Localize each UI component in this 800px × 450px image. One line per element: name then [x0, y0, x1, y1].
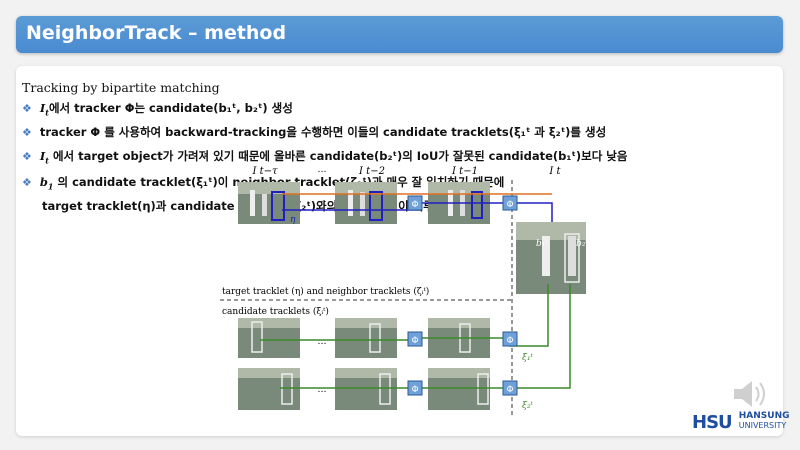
phi-box-top-1: Φ — [407, 195, 423, 211]
target-caption: target tracklet (η) and neighbor trackle… — [222, 286, 429, 297]
diamond-bullet-icon: ❖ — [22, 150, 32, 163]
b1-label: b₁ᵗ — [536, 239, 548, 249]
frame-bot-t-1 — [428, 368, 490, 410]
section-subtitle: Tracking by bipartite matching — [22, 80, 220, 95]
tracking-diagram: I t−τ … I t−2 I t−1 I t η … Φ Φ — [220, 165, 588, 415]
phi-box-bot-2: Φ — [502, 380, 518, 396]
ellipsis-top: … — [318, 195, 327, 205]
label-frame-t-2: I t−2 — [358, 166, 385, 177]
label-ellipsis: … — [318, 165, 327, 175]
target-track-line — [282, 202, 553, 222]
svg-text:Φ: Φ — [411, 385, 418, 395]
phi-box-bot-1: Φ — [407, 380, 423, 396]
diamond-bullet-icon: ❖ — [22, 102, 32, 115]
frame-mid-t-tau — [238, 318, 300, 358]
svg-text:Φ: Φ — [506, 385, 513, 395]
bullet-1: ❖It에서 tracker Φ는 candidate(b₁ᵗ, b₂ᵗ) 생성 — [22, 101, 293, 118]
eta-label: η — [290, 215, 296, 225]
frame-mid-t-2 — [335, 318, 397, 358]
logo-line1: HANSUNG — [738, 411, 790, 421]
label-frame-t: I t — [548, 166, 561, 177]
logo-line2: UNIVERSITY — [738, 421, 787, 430]
title-bar: NeighborTrack – method — [16, 16, 783, 53]
svg-text:Φ: Φ — [506, 336, 513, 346]
bullet-2: ❖tracker Φ 를 사용하여 backward-tracking을 수행하… — [22, 125, 607, 139]
label-frame-t-tau: I t−τ — [251, 166, 278, 177]
svg-text:Φ: Φ — [506, 200, 513, 210]
ellipsis-mid: … — [318, 337, 327, 347]
speaker-icon[interactable] — [730, 377, 770, 411]
frame-bot-t-tau — [238, 368, 300, 410]
label-frame-t-1: I t−1 — [451, 166, 478, 177]
xi1-label: ξ₁ᵗ — [522, 353, 534, 363]
bullet-3: ❖It 에서 target object가 가려져 있기 때문에 올바른 can… — [22, 149, 628, 166]
page-title: NeighborTrack – method — [26, 22, 287, 44]
frame-top-t-2 — [335, 182, 397, 224]
diamond-bullet-icon: ❖ — [22, 126, 32, 139]
frame-bot-t-2 — [335, 368, 397, 410]
b2-label: b₂ᵗ — [576, 239, 588, 249]
logo-abbr: HSU — [692, 412, 733, 433]
phi-box-mid-1: Φ — [407, 331, 423, 347]
phi-box-top-2: Φ — [502, 195, 518, 211]
svg-text:Φ: Φ — [411, 336, 418, 346]
phi-box-mid-2: Φ — [502, 331, 518, 347]
ellipsis-bot: … — [318, 385, 327, 395]
content-panel: Tracking by bipartite matching ❖It에서 tra… — [16, 66, 783, 436]
diamond-bullet-icon: ❖ — [22, 176, 32, 189]
candidate-caption: candidate tracklets (ξᵢᵗ) — [222, 306, 329, 317]
svg-text:Φ: Φ — [411, 200, 418, 210]
frame-current-t: b₁ᵗ b₂ᵗ — [516, 222, 588, 294]
university-logo: HSU HANSUNG UNIVERSITY — [692, 411, 790, 434]
xi2-label: ξ₂ᵗ — [522, 401, 534, 411]
frame-top-t-tau — [238, 182, 300, 224]
